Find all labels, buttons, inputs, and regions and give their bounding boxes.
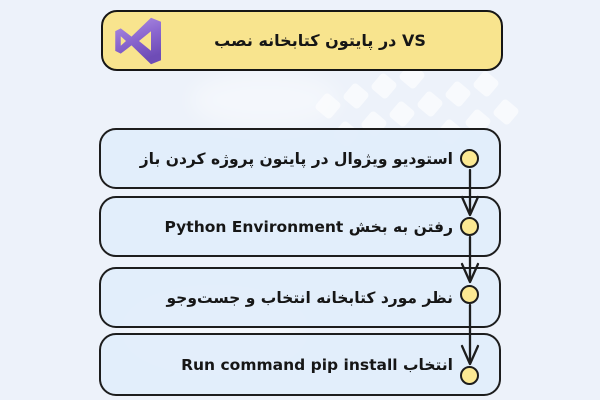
step-box-3: جست‌وجو‎ و‎ انتخاب‎ کتابخانه‎ مورد‎ نظر [99, 267, 501, 328]
step-box-2: Python Environment بخش‎ به‎ رفتن [99, 196, 501, 257]
step-label-3: جست‌وجو‎ و‎ انتخاب‎ کتابخانه‎ مورد‎ نظر [166, 288, 453, 307]
step-label-2: Python Environment بخش‎ به‎ رفتن [164, 217, 453, 236]
step-box-4: Run command pip install انتخاب [99, 333, 501, 396]
step-marker-icon-2 [460, 217, 479, 236]
title-banner: نصب‎ کتابخانه‎ پایتون‎ در‎ VS [101, 10, 503, 71]
visual-studio-icon [115, 17, 161, 64]
step-box-1: باز‎ کردن‎ پروژه‎ پایتون‎ در‎ ویژوال‎ اس… [99, 128, 501, 189]
step-label-1: باز‎ کردن‎ پروژه‎ پایتون‎ در‎ ویژوال‎ اس… [139, 149, 453, 168]
step-label-4: Run command pip install انتخاب [181, 355, 453, 374]
step-marker-icon-3 [460, 285, 479, 304]
banner-title: نصب‎ کتابخانه‎ پایتون‎ در‎ VS [214, 31, 426, 50]
step-marker-icon-1 [460, 149, 479, 168]
step-marker-icon-4 [460, 366, 479, 385]
